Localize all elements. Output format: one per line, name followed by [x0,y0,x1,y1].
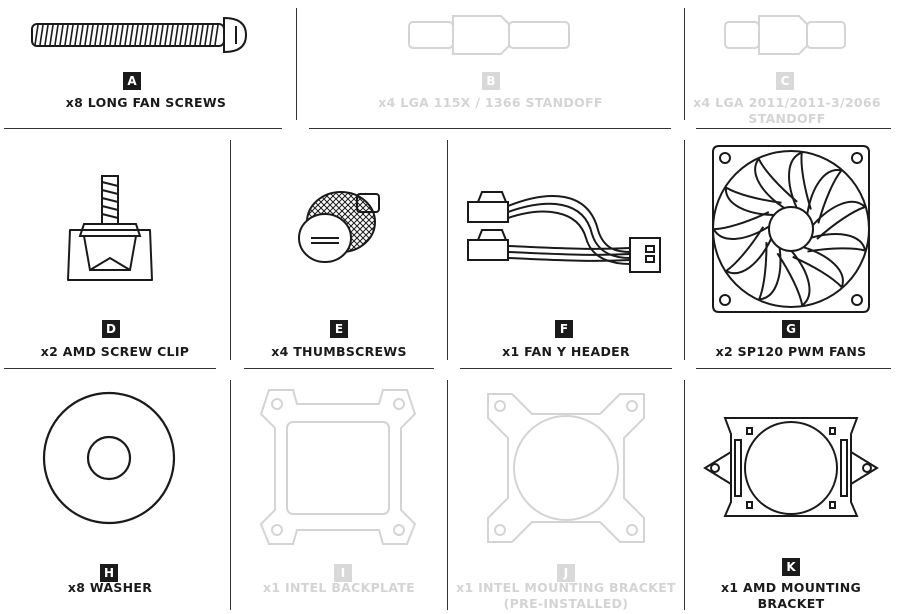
backplate-icon [259,389,417,545]
item-letter: C [776,72,794,90]
divider [296,8,297,120]
item-letter: J [557,564,575,582]
divider [230,140,231,360]
divider [4,368,216,369]
item-letter: D [102,320,120,338]
item-g: G x2 SP120 PWM FANS [685,130,897,368]
item-d: D x2 AMD SCREW CLIP [0,130,230,368]
long-fan-screw-icon [31,16,248,54]
item-letter: B [482,72,500,90]
item-letter: G [782,320,800,338]
item-h: H x8 WASHER [0,370,230,614]
item-a: A x8 LONG FAN SCREWS [0,0,296,128]
item-label: x1 AMD MOUNTING BRACKET [720,580,862,611]
divider [684,140,685,360]
item-f: F x1 FAN Y HEADER [448,130,684,368]
divider [684,8,685,120]
item-label: x8 LONG FAN SCREWS [65,95,227,110]
divider [447,140,448,360]
item-letter: E [330,320,348,338]
divider [230,380,231,610]
divider [309,128,671,129]
standoff-icon [724,15,846,55]
item-i: I x1 INTEL BACKPLATE [231,370,447,614]
item-label: x1 INTEL MOUNTING BRACKET (PRE-INSTALLED… [456,580,676,611]
divider [696,368,891,369]
item-letter: H [100,564,118,582]
item-j: J x1 INTEL MOUNTING BRACKET (PRE-INSTALL… [448,370,684,614]
item-label: x1 FAN Y HEADER [502,344,630,359]
item-label: x8 WASHER [67,580,153,595]
item-letter: F [555,320,573,338]
item-label: x4 LGA 115X / 1366 STANDOFF [378,95,603,110]
item-b: B x4 LGA 115X / 1366 STANDOFF [297,0,684,128]
item-label: x2 SP120 PWM FANS [715,344,867,359]
mounting-bracket-icon [487,393,645,543]
item-k: K x1 AMD MOUNTING BRACKET [685,370,897,614]
item-label: x2 AMD SCREW CLIP [40,344,190,359]
thumbscrew-icon [298,191,380,263]
item-letter: A [123,72,141,90]
item-label: x1 INTEL BACKPLATE [263,580,415,595]
fan-icon [712,145,870,313]
fan-y-header-icon [467,191,661,273]
divider [244,368,434,369]
amd-screw-clip-icon [67,175,153,281]
standoff-icon [408,15,570,55]
divider [696,128,891,129]
washer-icon [42,391,176,525]
divider [684,380,685,610]
divider [447,380,448,610]
divider [460,368,672,369]
item-label: x4 LGA 2011/2011-3/2066 STANDOFF [693,95,881,126]
item-label: x4 THUMBSCREWS [271,344,407,359]
item-c: C x4 LGA 2011/2011-3/2066 STANDOFF [685,0,897,128]
divider [4,128,282,129]
item-letter: K [782,558,800,576]
amd-bracket-icon [703,417,879,517]
item-e: E x4 THUMBSCREWS [231,130,447,368]
item-letter: I [334,564,352,582]
